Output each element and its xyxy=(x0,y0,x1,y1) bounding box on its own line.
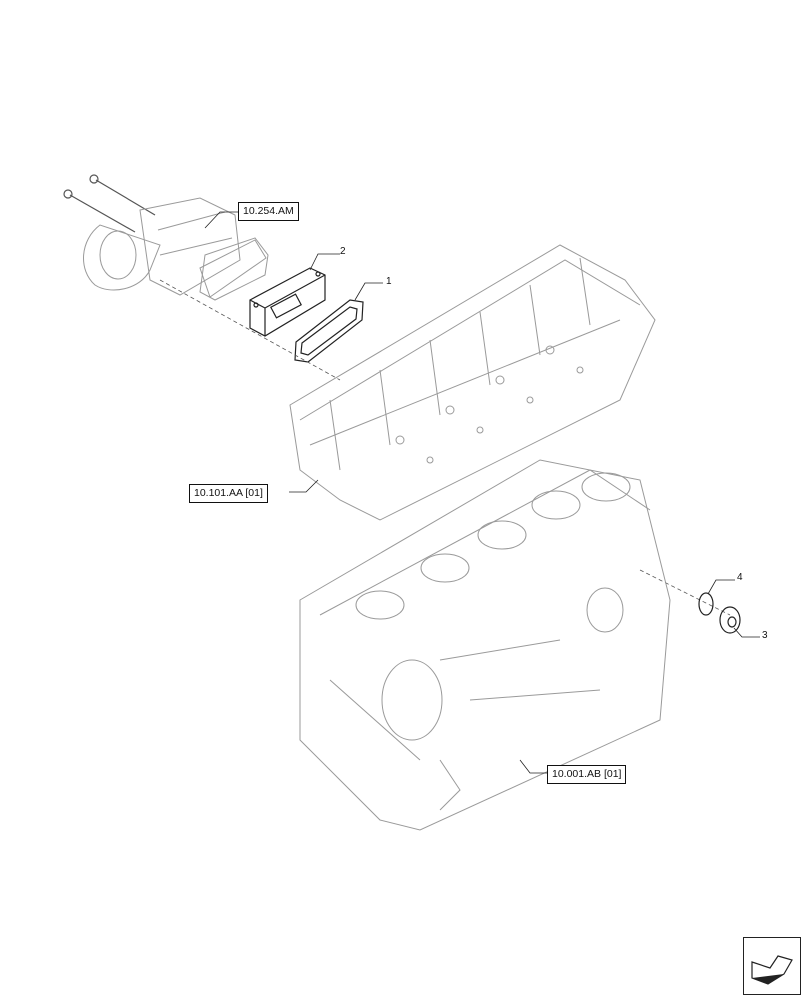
callout-number-1: 1 xyxy=(386,276,392,287)
next-page-arrow-icon[interactable] xyxy=(743,937,801,995)
reference-label-cylinder-head[interactable]: 10.101.AA [01] xyxy=(189,484,268,503)
callout-number-4: 4 xyxy=(737,572,743,583)
reference-label-engine-block[interactable]: 10.001.AB [01] xyxy=(547,765,627,784)
callout-number-2: 2 xyxy=(340,246,346,257)
intake-module xyxy=(83,197,269,301)
seal-ring-part-4 xyxy=(698,592,714,616)
engine-block xyxy=(299,459,671,831)
bolts xyxy=(63,174,156,233)
module-gasket xyxy=(199,239,267,298)
assembly-lines xyxy=(159,279,731,616)
leader-lines xyxy=(204,211,760,774)
reference-label-fuel-module[interactable]: 10.254.AM xyxy=(238,202,299,221)
cover-plate-part-2 xyxy=(249,267,326,337)
arrow-shape xyxy=(751,955,793,985)
cylinder-head xyxy=(289,244,656,521)
plug-part-3 xyxy=(719,606,741,634)
gasket-part-1 xyxy=(294,299,364,363)
callout-number-3: 3 xyxy=(762,630,768,641)
